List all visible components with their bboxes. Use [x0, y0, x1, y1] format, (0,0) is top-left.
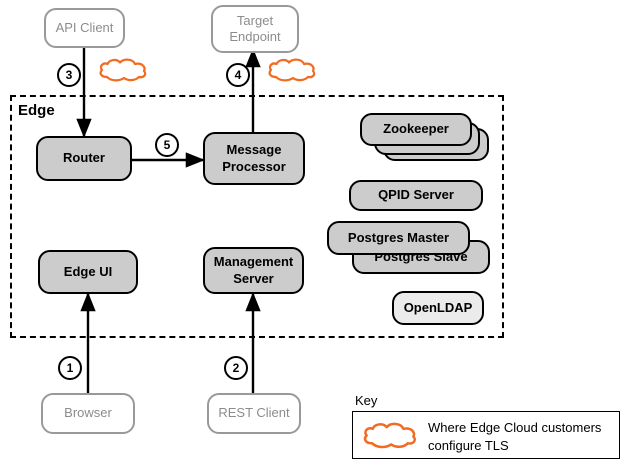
step-badge-1[interactable]: 1	[58, 356, 82, 380]
node-target-endpoint-label: Target Endpoint	[229, 12, 281, 44]
cloud-icon-legend	[361, 421, 419, 450]
step-badge-5-label: 5	[163, 138, 171, 152]
node-openldap[interactable]: OpenLDAP	[392, 291, 484, 325]
node-browser[interactable]: Browser	[41, 393, 135, 434]
node-zookeeper-label: Zookeeper	[383, 121, 449, 137]
node-edge-ui[interactable]: Edge UI	[38, 250, 138, 294]
node-message-processor[interactable]: Message Processor	[203, 132, 305, 185]
step-badge-2[interactable]: 2	[224, 356, 248, 380]
node-postgres-master[interactable]: Postgres Master	[327, 221, 470, 255]
step-badge-3[interactable]: 3	[57, 63, 81, 87]
node-zookeeper[interactable]: Zookeeper	[360, 113, 472, 146]
key-entry-label: Where Edge Cloud customers configure TLS	[428, 420, 602, 453]
node-message-processor-label: Message Processor	[222, 142, 286, 174]
key-title: Key	[355, 393, 378, 408]
step-badge-4-label: 4	[234, 68, 242, 82]
node-rest-client[interactable]: REST Client	[207, 393, 301, 434]
cloud-icon-step-3	[97, 57, 149, 83]
edge-boundary	[10, 95, 504, 338]
node-edge-ui-label: Edge UI	[63, 263, 113, 279]
step-badge-4[interactable]: 4	[226, 63, 250, 87]
step-badge-5[interactable]: 5	[155, 133, 179, 157]
step-badge-1-label: 1	[66, 361, 74, 375]
cloud-icon-step-4	[266, 57, 318, 83]
node-rest-client-label: REST Client	[218, 405, 290, 421]
node-api-client-label: API Client	[55, 19, 114, 35]
node-qpid-server[interactable]: QPID Server	[349, 180, 483, 211]
node-router-label: Router	[63, 150, 105, 166]
node-management-server-label: Management Server	[213, 254, 294, 286]
edge-boundary-label: Edge	[18, 102, 55, 119]
node-openldap-label: OpenLDAP	[403, 299, 473, 315]
node-postgres-master-label: Postgres Master	[347, 229, 450, 245]
node-qpid-server-label: QPID Server	[378, 187, 454, 203]
node-target-endpoint[interactable]: Target Endpoint	[211, 5, 299, 53]
node-api-client[interactable]: API Client	[44, 8, 125, 48]
key-box	[352, 411, 620, 459]
node-browser-label: Browser	[64, 405, 112, 421]
step-badge-3-label: 3	[65, 68, 73, 82]
node-router[interactable]: Router	[36, 136, 132, 181]
node-management-server[interactable]: Management Server	[203, 247, 304, 294]
step-badge-2-label: 2	[232, 361, 240, 375]
